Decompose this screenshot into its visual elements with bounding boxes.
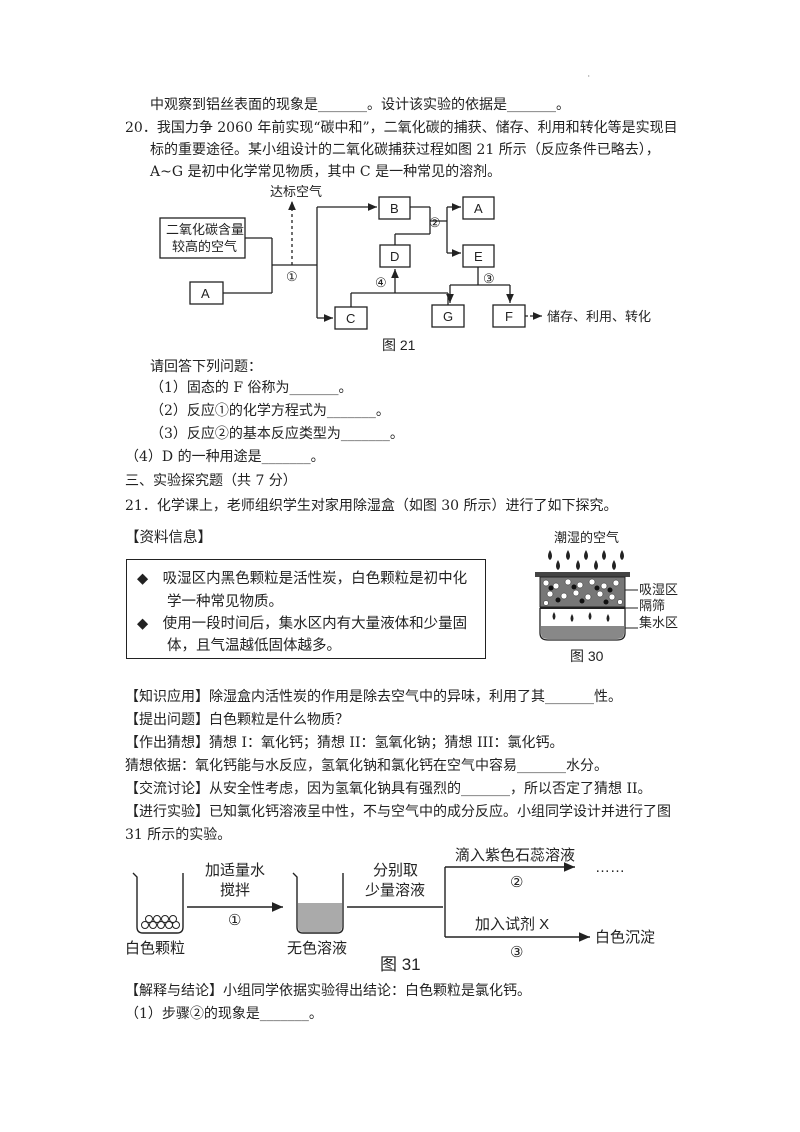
- white-particles-label: 白色颗粒: [125, 940, 185, 957]
- figure-31-caption: 图 31: [380, 955, 421, 974]
- stir-label: 搅拌: [220, 882, 250, 899]
- label-G: G: [443, 309, 453, 324]
- raise-question: 【提出问题】白色颗粒是什么物质？: [125, 712, 349, 728]
- white-precipitate-label: 白色沉淀: [595, 929, 655, 946]
- figure-30-dehumidifier: 潮湿的空气: [535, 530, 678, 664]
- storage-label: 储存、利用、转化: [547, 309, 651, 324]
- q21-line1: 21．化学课上，老师组织学生对家用除湿盒（如图 30 所示）进行了如下探究。: [125, 498, 618, 514]
- co2-air-label-1: 二氧化碳含量: [166, 222, 244, 237]
- q20-line1: 20．我国力争 2060 年前实现“碳中和”，二氧化碳的捕获、储存、利用和转化等…: [125, 120, 678, 136]
- label-D: D: [390, 249, 399, 264]
- section-3-title: 三、实验探究题（共 7 分）: [125, 473, 297, 489]
- figure-31-experiment: 加适量水 搅拌 ① 分别取 少量溶液 滴入紫色石蕊溶液 ② …… 加入试剂 X …: [125, 846, 655, 974]
- q20-prompt: 请回答下列问题：: [150, 359, 262, 375]
- step2-label: ②: [429, 215, 441, 230]
- add-water-label: 加适量水: [205, 862, 265, 879]
- conclusion: 【解释与结论】小组同学依据实验得出结论：白色颗粒是氯化钙。: [125, 983, 531, 999]
- label-F: F: [505, 309, 513, 324]
- q20-sub4: （4）D 的一种用途是_______。: [125, 449, 325, 465]
- standard-air-label: 达标空气: [270, 185, 322, 199]
- reagent-label: 加入试剂 X: [475, 916, 549, 933]
- label-E: E: [474, 249, 483, 264]
- hypothesis-basis: 猜想依据：氧化钙能与水反应，氢氧化钠和氯化钙在空气中容易_______水分。: [125, 758, 608, 774]
- q20-sub2: （2）反应①的化学方程式为_______。: [150, 403, 390, 419]
- experiment-line1: 【进行实验】已知氯化钙溶液呈中性，不与空气中的成分反应。小组同学设计并进行了图: [125, 804, 671, 820]
- step1-circle: ①: [228, 912, 241, 929]
- info-box: ◆ 吸湿区内黑色颗粒是活性炭，白色颗粒是初中化 学一种常见物质。 ◆ 使用一段时…: [126, 559, 486, 659]
- info-title: 【资料信息】: [125, 530, 212, 546]
- figure-21-caption: 图 21: [382, 337, 416, 353]
- label-A-right: A: [474, 201, 483, 216]
- take-label-2: 少量溶液: [365, 882, 425, 899]
- q20-line2: 标的重要途径。某小组设计的二氧化碳捕获过程如图 21 所示（反应条件已略去），: [150, 142, 660, 158]
- step3-label: ③: [483, 271, 495, 286]
- box-A-right: [462, 196, 495, 220]
- q20-sub1: （1）固态的 F 俗称为_______。: [150, 380, 353, 396]
- q20-line3: A~G 是初中化学常见物质，其中 C 是一种常见的溶剂。: [150, 164, 502, 180]
- info-2a: ◆ 使用一段时间后，集水区内有大量液体和少量固: [137, 616, 468, 632]
- stray-dot: ·: [587, 72, 590, 81]
- box-B: [378, 196, 411, 220]
- discussion: 【交流讨论】从安全性考虑，因为氢氧化钠具有强烈的_______，所以否定了猜想 …: [125, 781, 652, 797]
- absorb-zone-label: 吸湿区: [639, 582, 678, 597]
- q19-tail: 中观察到铝丝表面的现象是_______。设计该实验的依据是_______。: [150, 97, 570, 113]
- co2-air-label-2: 较高的空气: [172, 239, 237, 254]
- screen-label: 隔筛: [639, 598, 665, 613]
- figure-30-caption: 图 30: [570, 648, 604, 664]
- step4-label: ④: [375, 275, 387, 290]
- step3-circle: ③: [510, 944, 523, 961]
- colorless-solution-label: 无色溶液: [287, 940, 347, 957]
- q21-sub1: （1）步骤②的现象是_______。: [125, 1006, 323, 1022]
- info-1a: ◆ 吸湿区内黑色颗粒是活性炭，白色颗粒是初中化: [137, 571, 468, 587]
- knowledge-application: 【知识应用】除湿盒内活性炭的作用是除去空气中的异味，利用了其_______性。: [125, 689, 622, 705]
- humid-air-label: 潮湿的空气: [554, 530, 619, 545]
- hypothesis: 【作出猜想】猜想 I：氧化钙；猜想 II：氢氧化钠；猜想 III：氯化钙。: [125, 735, 564, 751]
- q20-sub3: （3）反应②的基本反应类型为_______。: [150, 426, 404, 442]
- info-2b: 体，且气温越低固体越多。: [167, 638, 341, 654]
- take-label-1: 分别取: [373, 862, 418, 879]
- step1-label: ①: [286, 269, 298, 284]
- litmus-label: 滴入紫色石蕊溶液: [455, 846, 575, 864]
- label-B: B: [390, 201, 399, 216]
- experiment-line2: 31 所示的实验。: [125, 827, 232, 843]
- step2-circle: ②: [510, 874, 523, 891]
- label-A-left: A: [201, 286, 210, 301]
- figure-21-diagram: 二氧化碳含量 较高的空气 达标空气 A B A D E C G F ① ② ③ …: [159, 185, 651, 353]
- dots-label: ……: [595, 859, 625, 876]
- label-C: C: [346, 311, 355, 326]
- info-1b: 学一种常见物质。: [167, 594, 283, 610]
- collect-zone-label: 集水区: [639, 615, 678, 630]
